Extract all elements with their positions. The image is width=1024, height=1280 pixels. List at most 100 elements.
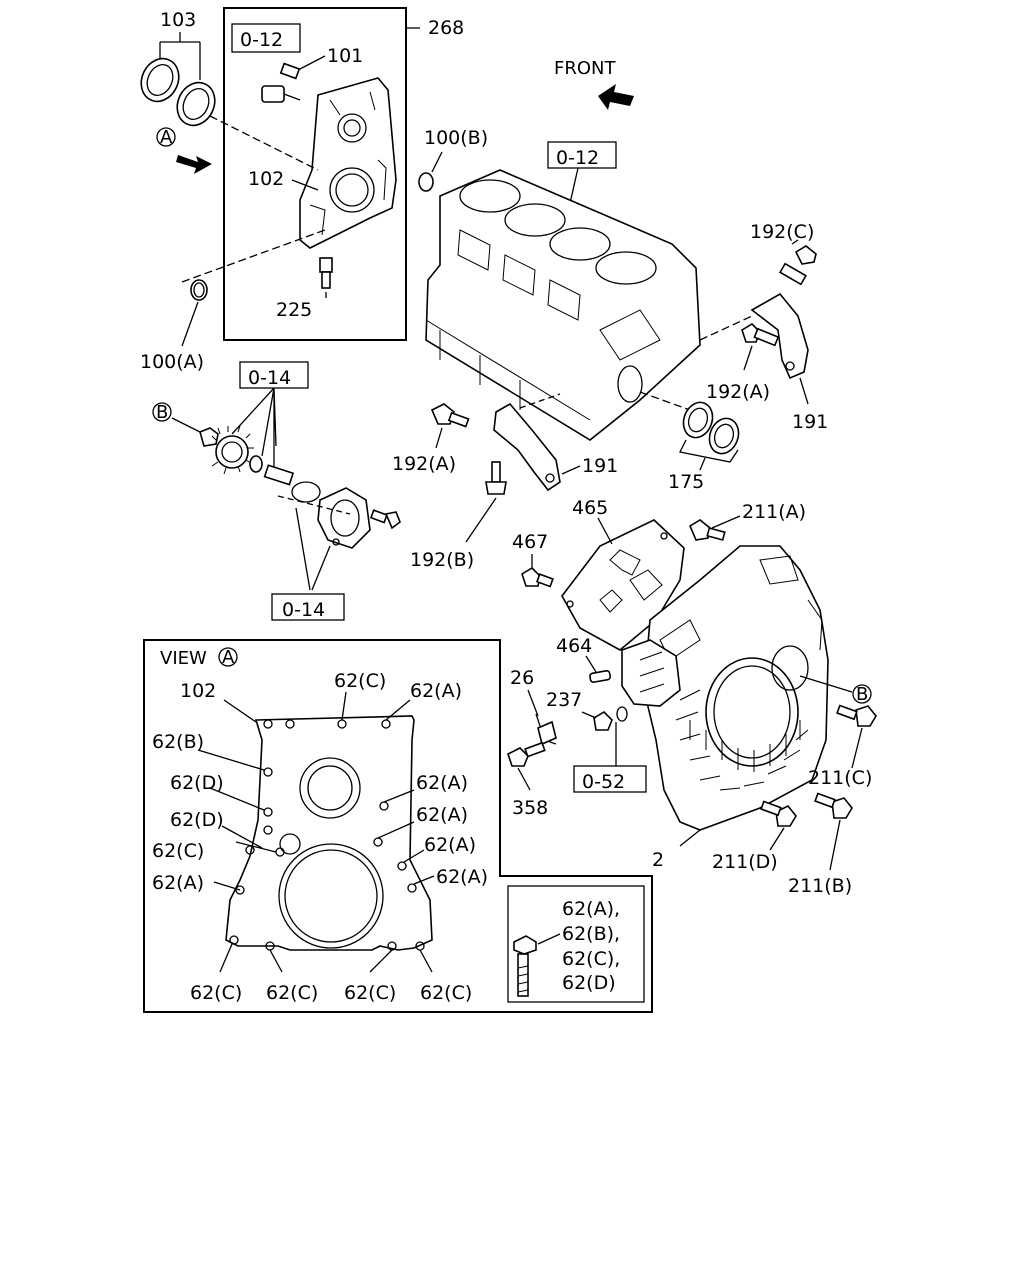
view-part-102: 102 [180, 680, 216, 702]
bolt-211d: 211(D) [712, 800, 797, 873]
callout-211a: 211(A) [742, 501, 806, 523]
ref-box-0-12-cover [231, 23, 301, 53]
view-label-62c-top: 62(C) [334, 670, 386, 692]
view-label-62c-b1: 62(C) [190, 982, 242, 1004]
marker-b-left [152, 402, 172, 422]
callout-192a-right: 192(A) [706, 381, 770, 403]
marker-b-right [852, 684, 872, 704]
callout-100b: 100(B) [424, 127, 488, 149]
view-label-62a-top: 62(A) [410, 680, 462, 702]
ref-box-0-12-block [547, 141, 617, 169]
view-label-62d-1: 62(D) [170, 772, 224, 794]
gear-washer [249, 455, 263, 473]
callout-192b: 192(B) [410, 549, 474, 571]
callout-211c: 211(C) [808, 767, 872, 789]
callout-175: 175 [668, 471, 704, 493]
callout-192a-mid: 192(A) [392, 453, 456, 475]
bolt-192c: 192(C) [750, 221, 817, 286]
flywheel-housing-2: 2 [643, 545, 829, 871]
o-ring-100b: 100(B) [418, 127, 488, 192]
legend-62d: 62(D) [562, 972, 616, 994]
svg-text:B: B [156, 402, 168, 423]
callout-191-mid: 191 [582, 455, 618, 477]
o-ring-gear [291, 481, 321, 503]
legend-62c: 62(C), [562, 948, 620, 970]
callout-211b: 211(B) [788, 875, 852, 897]
legend-62b: 62(B), [562, 923, 620, 945]
callout-26: 26 [510, 667, 534, 689]
svg-text:A: A [222, 647, 235, 668]
view-label-62a-4: 62(A) [436, 866, 488, 888]
view-a-frame [143, 639, 653, 1013]
ref-0-14-bottom: 0-14 [282, 599, 325, 621]
view-a-marker: A [156, 127, 212, 174]
view-label-62d-2: 62(D) [170, 809, 224, 831]
callout-464: 464 [556, 635, 592, 657]
bracket-191-right: 191 [750, 292, 828, 433]
o-ring-100a: 100(A) [140, 279, 208, 373]
view-label-62c-b3: 62(C) [344, 982, 396, 1004]
view-label-62a-3: 62(A) [424, 834, 476, 856]
view-cover-outline [225, 715, 433, 951]
callout-2: 2 [652, 849, 664, 871]
view-label-62c-left: 62(C) [152, 840, 204, 862]
svg-text:A: A [160, 127, 173, 148]
gear-cover-bolt [369, 509, 401, 530]
bracket-191-mid: 191 [493, 402, 618, 492]
callout-211d: 211(D) [712, 851, 778, 873]
bolt-358: 358 [507, 741, 548, 819]
callout-102: 102 [248, 168, 284, 190]
front-cover-frame [223, 7, 407, 341]
callout-101: 101 [327, 45, 363, 67]
bolt-192a-right: 192(A) [706, 322, 780, 403]
callout-192c: 192(C) [750, 221, 814, 243]
ref-0-12-cover: 0-12 [240, 29, 283, 51]
gear-shaft [263, 464, 295, 486]
bolt-211a: 211(A) [688, 501, 806, 541]
idler-gear-group: 0-14 B 0-14 [152, 361, 401, 621]
front-cover-group: 268 0-12 101 102 225 [223, 7, 464, 341]
view-label-62a-1: 62(A) [416, 772, 468, 794]
view-label-62c-b4: 62(C) [420, 982, 472, 1004]
view-label-62b: 62(B) [152, 731, 204, 753]
oil-seal-103: 103 [140, 9, 216, 127]
view-label-62a-left: 62(A) [152, 872, 204, 894]
legend-62a: 62(A), [562, 898, 620, 920]
callout-100a: 100(A) [140, 351, 204, 373]
flywheel-housing-group: 465 467 211(A) 2 [507, 497, 877, 897]
starter-mount-block [621, 639, 681, 707]
bolt-192b: 192(B) [410, 461, 507, 571]
callout-191-right: 191 [792, 411, 828, 433]
bolt-467: 467 [512, 531, 554, 588]
callout-358: 358 [512, 797, 548, 819]
cylinder-block: 0-12 [425, 141, 701, 441]
callout-237: 237 [546, 689, 582, 711]
view-label-62a-2: 62(A) [416, 804, 468, 826]
part-237: 237 [546, 689, 628, 731]
legend-bolt-icon [513, 935, 537, 997]
stud-225 [319, 257, 333, 289]
bolt-192a-mid: 192(A) [392, 403, 470, 475]
bolt-211b: 211(B) [788, 792, 853, 897]
bolt-legend-box [507, 885, 645, 1003]
idler-gear [211, 425, 254, 475]
gear-nut [199, 427, 219, 447]
ref-0-12-block: 0-12 [556, 147, 599, 169]
callout-268: 268 [428, 17, 464, 39]
callout-103: 103 [160, 9, 196, 31]
bolt-101 [261, 62, 301, 103]
dowel-pin-464: 464 [556, 635, 612, 683]
view-label-62c-b2: 62(C) [266, 982, 318, 1004]
front-cover-plate-102 [299, 77, 397, 249]
callout-467: 467 [512, 531, 548, 553]
ref-0-52: 0-52 [582, 771, 625, 793]
front-label: FRONT [554, 58, 616, 79]
front-indicator: FRONT [554, 58, 634, 110]
oil-seal-175: 175 [639, 391, 740, 493]
svg-text:B: B [856, 684, 868, 705]
ref-box-0-52 [573, 765, 647, 793]
view-marker [218, 647, 238, 667]
callout-225: 225 [276, 299, 312, 321]
spring-26: 26 [510, 667, 557, 746]
